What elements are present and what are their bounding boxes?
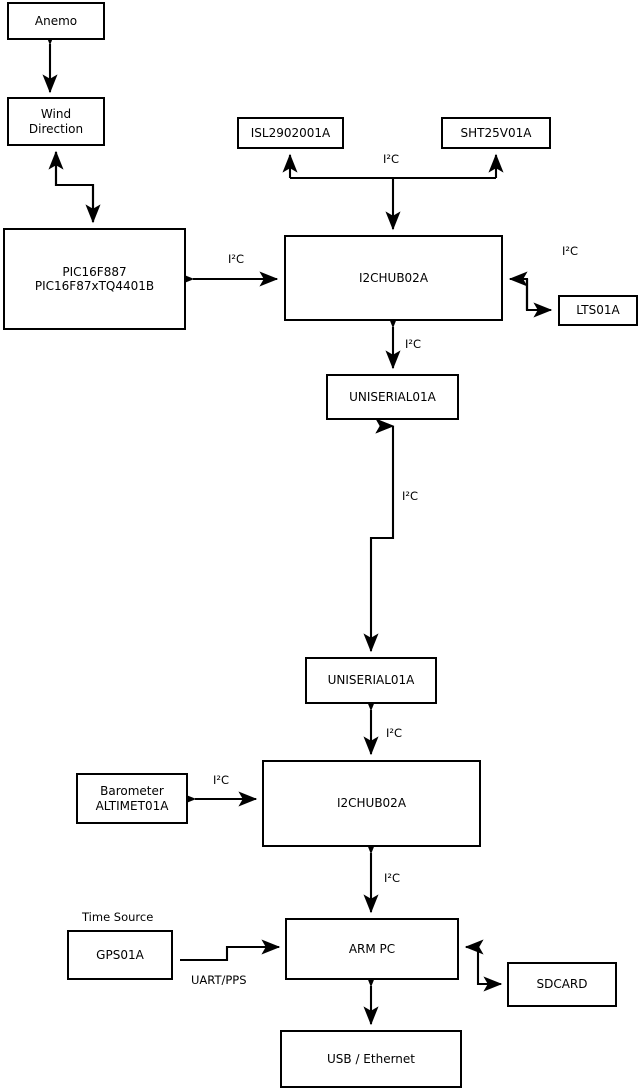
node-uniserial01a-upper-label: UNISERIAL01A bbox=[349, 389, 436, 404]
node-barometer[interactable]: Barometer ALTIMET01A bbox=[76, 773, 188, 824]
node-sdcard[interactable]: SDCARD bbox=[507, 962, 617, 1007]
node-gps01a-label: GPS01A bbox=[96, 947, 144, 962]
node-barometer-label: Barometer ALTIMET01A bbox=[95, 784, 169, 813]
node-isl2902001a-label: ISL2902001A bbox=[250, 125, 331, 140]
node-sdcard-label: SDCARD bbox=[536, 977, 588, 992]
node-arm-pc[interactable]: ARM PC bbox=[285, 918, 459, 980]
annotation-time-source: Time Source bbox=[82, 910, 154, 924]
edge-label-uniserial-hubbot: I²C bbox=[386, 726, 403, 740]
node-lts01a[interactable]: LTS01A bbox=[558, 295, 638, 326]
node-i2chub02a-top-label: I2CHUB02A bbox=[358, 270, 429, 285]
node-sht25v01a-label: SHT25V01A bbox=[460, 125, 532, 140]
node-wind-direction[interactable]: Wind Direction bbox=[7, 97, 105, 146]
edge-hub-lts bbox=[525, 279, 553, 318]
edge-label-pic-hub: I²C bbox=[228, 252, 245, 266]
node-uniserial01a-lower-label: UNISERIAL01A bbox=[327, 673, 415, 688]
edge-label-uniserial-link: I²C bbox=[402, 489, 419, 503]
edge-label-gps-armpc: UART/PPS bbox=[191, 973, 247, 987]
edge-gps-armpc bbox=[180, 939, 281, 962]
edge-wind-pic bbox=[54, 152, 101, 224]
node-i2chub02a-bottom[interactable]: I2CHUB02A bbox=[262, 760, 481, 847]
node-wind-direction-label: Wind Direction bbox=[28, 107, 84, 136]
node-anemo-label: Anemo bbox=[34, 13, 78, 28]
node-i2chub02a-top[interactable]: I2CHUB02A bbox=[284, 235, 503, 321]
node-arm-pc-label: ARM PC bbox=[348, 941, 396, 956]
node-uniserial01a-upper[interactable]: UNISERIAL01A bbox=[326, 374, 459, 420]
node-sht25v01a[interactable]: SHT25V01A bbox=[441, 117, 551, 149]
node-isl2902001a[interactable]: ISL2902001A bbox=[237, 117, 344, 149]
node-i2chub02a-bottom-label: I2CHUB02A bbox=[336, 796, 407, 811]
node-lts01a-label: LTS01A bbox=[576, 303, 620, 318]
edge-label-hub-lts: I²C bbox=[562, 244, 579, 258]
edge-pic-wind bbox=[48, 150, 95, 222]
edge-uniserial-link bbox=[363, 426, 395, 653]
edge-label-barometer-hub: I²C bbox=[213, 773, 230, 787]
edge-label-hub-armpc: I²C bbox=[384, 871, 401, 885]
node-pic-mcu[interactable]: PIC16F887 PIC16F87xTQ4401B bbox=[3, 228, 186, 330]
edge-label-sensor-bus: I²C bbox=[383, 152, 400, 166]
edge-armpc-sdcard bbox=[476, 947, 503, 992]
edge-label-hub-uniserial: I²C bbox=[405, 337, 422, 351]
edge-lts-hub bbox=[508, 271, 529, 310]
node-anemo[interactable]: Anemo bbox=[7, 2, 105, 40]
node-pic-mcu-label: PIC16F887 PIC16F87xTQ4401B bbox=[34, 264, 155, 293]
node-uniserial01a-lower[interactable]: UNISERIAL01A bbox=[305, 657, 437, 704]
node-usb-ethernet-label: USB / Ethernet bbox=[327, 1051, 415, 1066]
node-gps01a[interactable]: GPS01A bbox=[67, 930, 173, 980]
node-usb-ethernet[interactable]: USB / Ethernet bbox=[280, 1030, 462, 1088]
